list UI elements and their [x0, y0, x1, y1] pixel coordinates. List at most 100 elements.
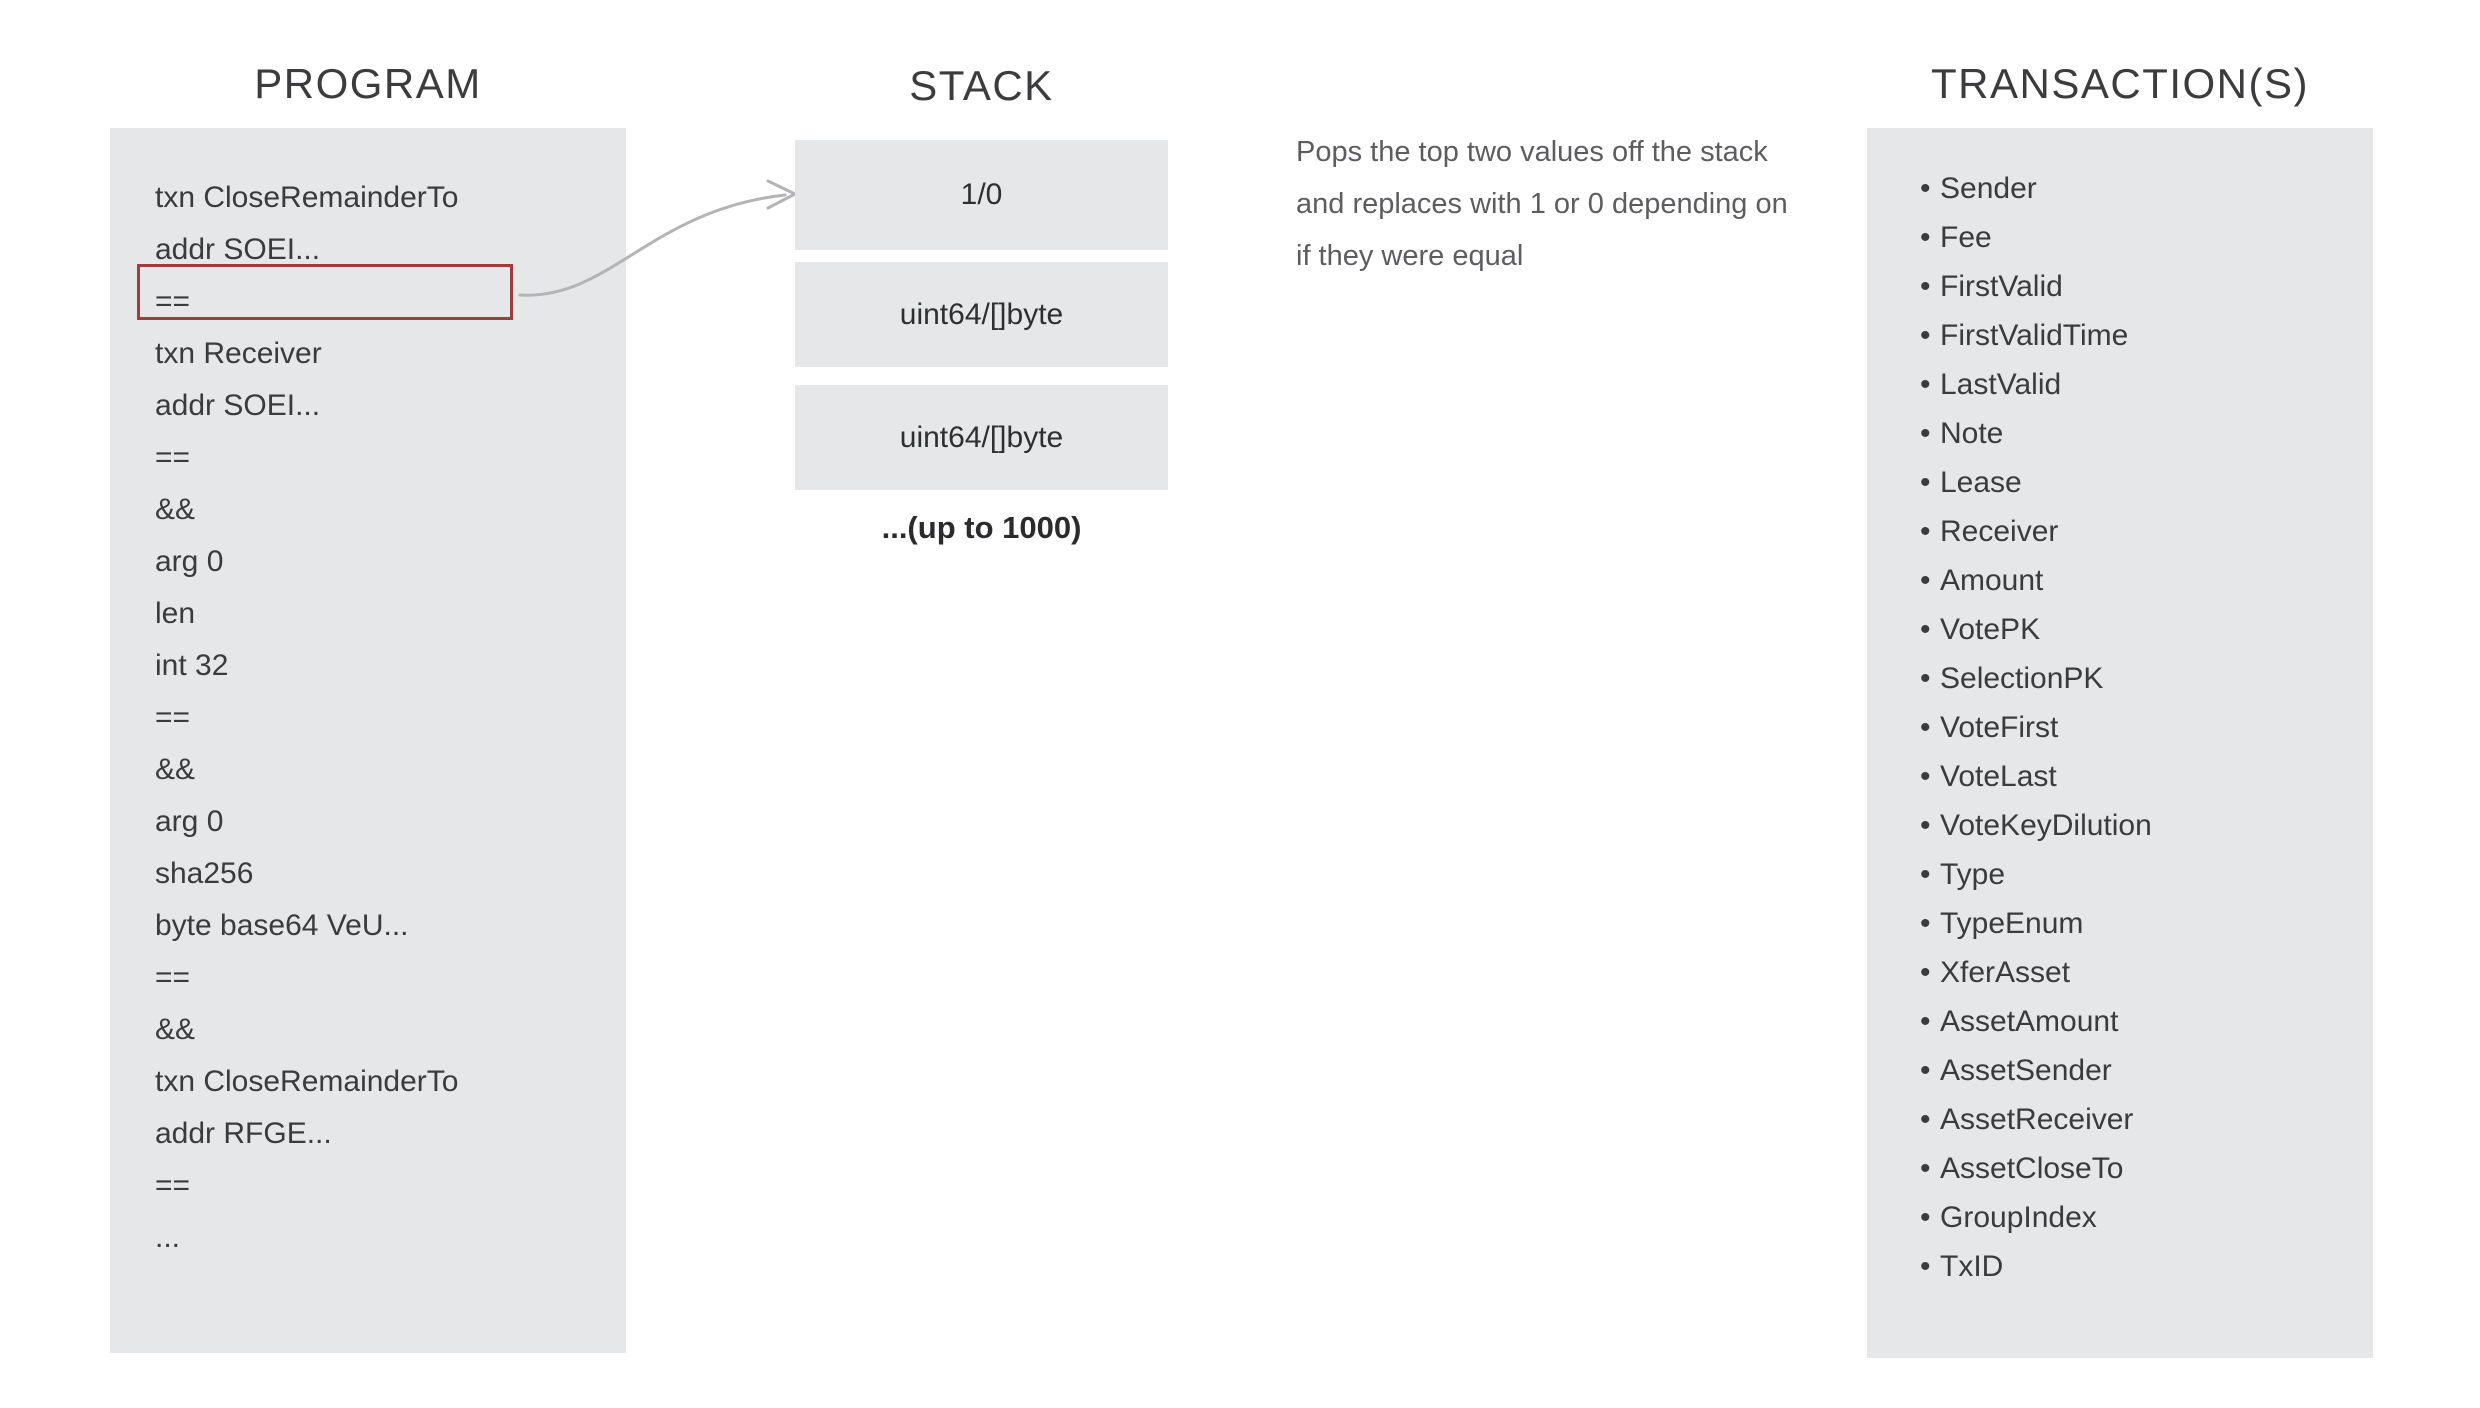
transaction-field-label: SelectionPK — [1940, 662, 2104, 695]
program-line: byte base64 VeU... — [155, 909, 409, 942]
transaction-field-item: • FirstValid — [1920, 262, 2360, 311]
program-line: == — [155, 961, 191, 994]
transaction-field-item: • AssetReceiver — [1920, 1095, 2360, 1144]
bullet-icon: • — [1920, 1152, 1931, 1185]
transaction-field-label: AssetReceiver — [1940, 1103, 2134, 1136]
bullet-icon: • — [1920, 1201, 1931, 1234]
transaction-field-item: • AssetAmount — [1920, 997, 2360, 1046]
program-line: txn CloseRemainderTo — [155, 1065, 459, 1098]
stack-cell-top: 1/0 — [795, 140, 1168, 250]
transaction-field-label: Sender — [1940, 172, 2037, 205]
transaction-field-label: VoteKeyDilution — [1940, 809, 2152, 842]
transaction-field-item: • Fee — [1920, 213, 2360, 262]
bullet-icon: • — [1920, 466, 1931, 499]
program-line: == — [155, 1169, 191, 1202]
bullet-icon: • — [1920, 1250, 1931, 1283]
transaction-field-item: • SelectionPK — [1920, 654, 2360, 703]
bullet-icon: • — [1920, 858, 1931, 891]
transaction-field-label: LastValid — [1940, 368, 2062, 401]
transaction-field-label: FirstValidTime — [1940, 319, 2129, 352]
program-line: txn CloseRemainderTo — [155, 181, 459, 214]
stack-overflow-label: ...(up to 1000) — [881, 510, 1082, 545]
transaction-field-item: • Note — [1920, 409, 2360, 458]
transaction-field-label: Receiver — [1940, 515, 2059, 548]
bullet-icon: • — [1920, 907, 1931, 940]
program-line: && — [155, 1013, 196, 1046]
bullet-icon: • — [1920, 515, 1931, 548]
program-line: == — [155, 701, 191, 734]
bullet-icon: • — [1920, 662, 1931, 695]
transaction-field-item: • VoteFirst — [1920, 703, 2360, 752]
bullet-icon: • — [1920, 711, 1931, 744]
bullet-icon: • — [1920, 417, 1931, 450]
transaction-field-item: • TypeEnum — [1920, 899, 2360, 948]
program-line: int 32 — [155, 649, 229, 682]
transaction-field-label: Amount — [1940, 564, 2044, 597]
transaction-field-label: VoteFirst — [1940, 711, 2059, 744]
transaction-field-list: • Sender • Fee • FirstValid • FirstValidTime • La… — [1920, 164, 2360, 1291]
program-line: txn Receiver — [155, 337, 322, 370]
transaction-field-label: TypeEnum — [1940, 907, 2084, 940]
transaction-field-label: Note — [1940, 417, 2004, 450]
bullet-icon: • — [1920, 172, 1931, 205]
program-heading: PROGRAM — [254, 60, 482, 107]
transaction-field-item: • TxID — [1920, 1242, 2360, 1291]
stack-heading: STACK — [909, 62, 1054, 109]
program-line: sha256 — [155, 857, 254, 890]
transaction-field-label: AssetSender — [1940, 1054, 2112, 1087]
program-line: && — [155, 753, 196, 786]
bullet-icon: • — [1920, 760, 1931, 793]
transaction-field-label: GroupIndex — [1940, 1201, 2097, 1234]
transaction-field-item: • Receiver — [1920, 507, 2360, 556]
program-line: arg 0 — [155, 545, 224, 578]
transaction-field-label: VotePK — [1940, 613, 2041, 646]
program-line: addr RFGE... — [155, 1117, 332, 1150]
bullet-icon: • — [1920, 319, 1931, 352]
transaction-field-item: • Lease — [1920, 458, 2360, 507]
program-line: == — [155, 285, 191, 318]
highlighted-instruction-box — [137, 264, 513, 320]
transaction-field-item: • Type — [1920, 850, 2360, 899]
bullet-icon: • — [1920, 564, 1931, 597]
transaction-field-item: •VotePK — [1920, 605, 2360, 654]
transaction-field-label: VoteLast — [1940, 760, 2057, 793]
transaction-field-label: Lease — [1940, 466, 2022, 499]
transactions-panel — [1867, 128, 2373, 1358]
program-line: == — [155, 441, 191, 474]
bullet-icon: • — [1920, 1103, 1931, 1136]
program-line: arg 0 — [155, 805, 224, 838]
program-line: addr SOEI... — [155, 389, 321, 422]
transaction-field-item: • Sender — [1920, 164, 2360, 213]
program-line: addr SOEI... — [155, 233, 321, 266]
transaction-field-item: • Amount — [1920, 556, 2360, 605]
bullet-icon: • — [1920, 1054, 1931, 1087]
transaction-field-item: • VoteKeyDilution — [1920, 801, 2360, 850]
bullet-icon: • — [1920, 270, 1931, 303]
transaction-field-item: • AssetCloseTo — [1920, 1144, 2360, 1193]
bullet-icon: • — [1920, 221, 1931, 254]
transaction-field-item: • AssetSender — [1920, 1046, 2360, 1095]
transaction-field-label: Type — [1940, 858, 2006, 891]
program-panel — [110, 128, 626, 1353]
transactions-heading: TRANSACTION(S) — [1931, 60, 2309, 107]
stack-annotation-text: Pops the top two values off the stack an… — [1296, 136, 1788, 272]
bullet-icon: • — [1920, 809, 1931, 842]
transaction-field-label: AssetAmount — [1940, 1005, 2119, 1038]
transaction-field-item: • XferAsset — [1920, 948, 2360, 997]
program-instruction-list: txn CloseRemainderTo addr SOEI... == txn Re… — [155, 172, 595, 1264]
transaction-field-label: TxID — [1940, 1250, 2004, 1283]
bullet-icon: • — [1920, 1005, 1931, 1038]
transaction-field-label: FirstValid — [1940, 270, 2063, 303]
program-line: ... — [155, 1221, 181, 1254]
transaction-field-label: Fee — [1940, 221, 1992, 254]
transaction-field-item: • FirstValidTime — [1920, 311, 2360, 360]
program-line: len — [155, 597, 196, 630]
program-line: && — [155, 493, 196, 526]
stack-cell-middle: uint64/[]byte — [795, 262, 1168, 367]
transaction-field-item: • LastValid — [1920, 360, 2360, 409]
transaction-field-label: AssetCloseTo — [1940, 1152, 2124, 1185]
bullet-icon: • — [1920, 368, 1931, 401]
bullet-icon: • — [1920, 956, 1931, 989]
transaction-field-item: • GroupIndex — [1920, 1193, 2360, 1242]
transaction-field-label: XferAsset — [1940, 956, 2071, 989]
